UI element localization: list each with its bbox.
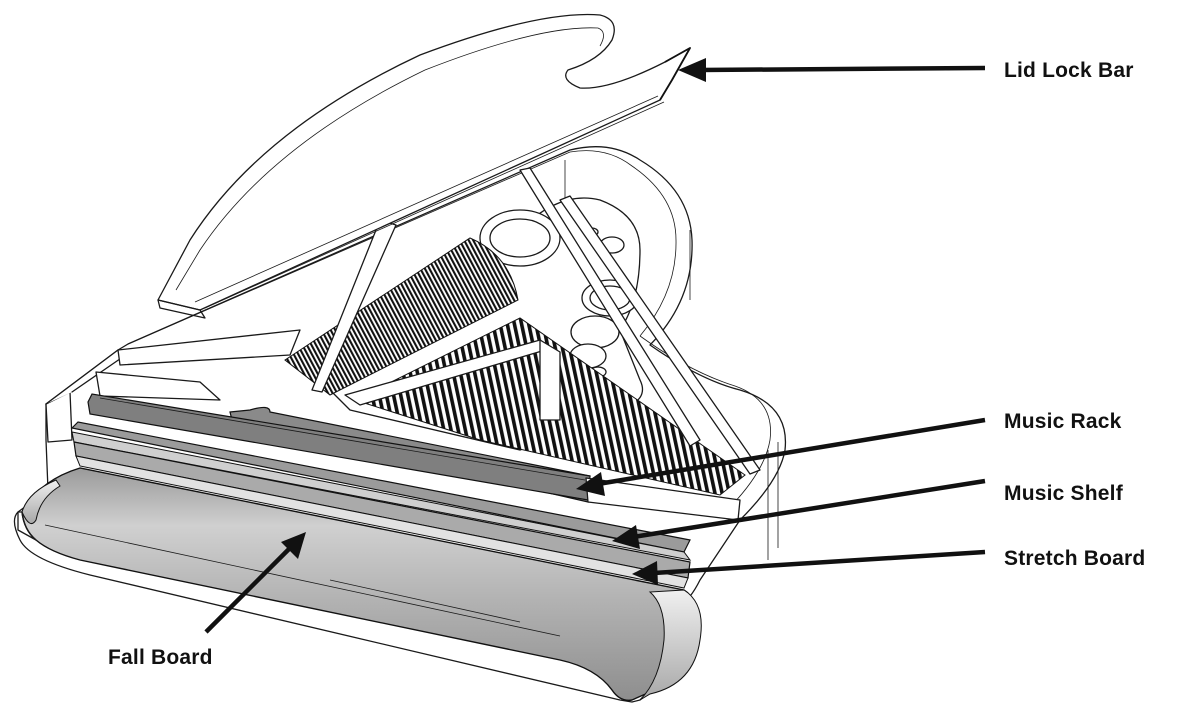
stretch-board-arrow — [653, 549, 986, 576]
lid-lock-bar-label: Lid Lock Bar — [1004, 59, 1134, 82]
music-rack-arrowhead — [576, 472, 605, 496]
music-shelf-part — [70, 421, 692, 561]
music-rack-arrow — [597, 417, 986, 487]
music-shelf-arrow — [632, 478, 986, 540]
fall-board-label: Fall Board — [108, 646, 213, 669]
fall-board-arrowhead — [281, 532, 306, 559]
stretch-board-label: Stretch Board — [1004, 547, 1145, 570]
music-shelf-arrowhead — [612, 525, 640, 549]
stretch-board-part — [73, 441, 691, 589]
lid-lock-bar-part — [659, 47, 691, 101]
cast-iron-plate — [95, 167, 761, 496]
lid-lock-bar-arrowhead — [678, 58, 706, 82]
stretch-board-arrowhead — [632, 561, 658, 585]
callout-labels: Lid Lock Bar Music Rack Music Shelf Stre… — [108, 59, 1145, 669]
fall-board-arrow — [204, 546, 292, 634]
music-rack-label: Music Rack — [1004, 410, 1122, 433]
lid-lock-bar-arrow — [699, 65, 986, 73]
music-rack-part — [87, 393, 741, 521]
callout-arrows — [204, 58, 986, 634]
music-shelf-label: Music Shelf — [1004, 482, 1124, 505]
piano-lid — [157, 13, 691, 319]
bass-strings — [284, 237, 519, 396]
fall-board-part — [17, 467, 702, 701]
